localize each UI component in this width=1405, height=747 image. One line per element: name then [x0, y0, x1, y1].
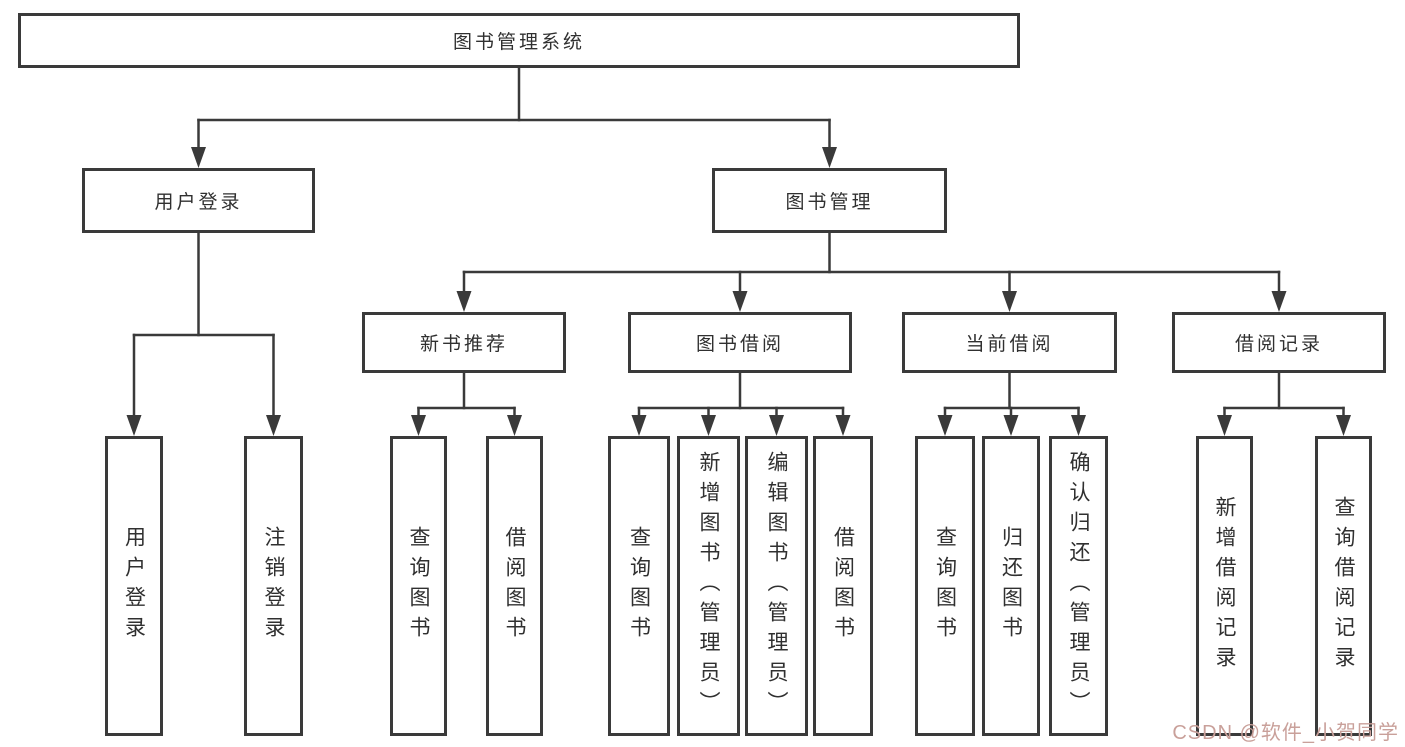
node-label: 借阅记录 [1234, 334, 1323, 355]
node-label: 当前借阅 [965, 334, 1054, 355]
arrowhead-icon [1002, 291, 1017, 312]
node-label: 图书管理系统 [452, 32, 585, 53]
arrowhead-icon [835, 415, 851, 436]
arrowhead-icon [126, 415, 142, 436]
node-label: 注销登录 [262, 526, 285, 646]
node-label: 用户登录 [154, 192, 243, 213]
node-label: 借阅图书 [503, 526, 526, 646]
node-query-book-1: 查询图书 [390, 436, 447, 736]
arrowhead-icon [822, 147, 837, 168]
node-login: 用户登录 [105, 436, 163, 736]
arrowhead-icon [701, 415, 716, 436]
node-book-borrow: 图书借阅 [628, 312, 852, 373]
node-query-book-3: 查询图书 [915, 436, 975, 736]
node-new-book-rec: 新书推荐 [362, 312, 566, 373]
arrowhead-icon [456, 291, 472, 312]
arrowhead-icon [1003, 415, 1019, 436]
node-label: 新增图书（管理员） [697, 451, 720, 721]
arrowhead-icon [732, 291, 748, 312]
arrowhead-icon [1071, 415, 1086, 436]
node-add-book: 新增图书（管理员） [677, 436, 740, 736]
node-label: 新书推荐 [419, 334, 508, 355]
node-borrow-book-1: 借阅图书 [486, 436, 543, 736]
watermark: CSDN @软件_小贺同学 [1172, 722, 1399, 744]
node-label: 新增借阅记录 [1213, 496, 1236, 676]
arrowhead-icon [1217, 415, 1232, 436]
node-edit-book: 编辑图书（管理员） [745, 436, 808, 736]
arrowhead-icon [631, 415, 647, 436]
node-label: 查询图书 [933, 526, 957, 646]
arrowhead-icon [191, 147, 206, 168]
node-label: 用户登录 [122, 526, 146, 646]
node-system: 图书管理系统 [18, 13, 1020, 68]
node-query-book-2: 查询图书 [608, 436, 670, 736]
node-borrow-records: 借阅记录 [1172, 312, 1386, 373]
node-current-borrow: 当前借阅 [902, 312, 1117, 373]
arrowhead-icon [937, 415, 953, 436]
node-confirm-return: 确认归还（管理员） [1049, 436, 1108, 736]
node-label: 编辑图书（管理员） [765, 451, 788, 721]
node-user-login: 用户登录 [82, 168, 315, 233]
node-label: 借阅图书 [831, 526, 855, 646]
arrowhead-icon [507, 415, 522, 436]
node-return-book: 归还图书 [982, 436, 1040, 736]
node-label: 图书借阅 [695, 334, 784, 355]
node-book-mgmt: 图书管理 [712, 168, 947, 233]
node-label: 查询图书 [407, 526, 430, 646]
node-label: 查询图书 [627, 526, 651, 646]
node-query-borrow-record: 查询借阅记录 [1315, 436, 1372, 736]
node-label: 归还图书 [999, 526, 1023, 646]
arrowhead-icon [1336, 415, 1351, 436]
node-add-borrow-record: 新增借阅记录 [1196, 436, 1253, 736]
arrowhead-icon [411, 415, 426, 436]
node-label: 查询借阅记录 [1332, 496, 1355, 676]
arrowhead-icon [1271, 291, 1287, 312]
node-borrow-book-2: 借阅图书 [813, 436, 873, 736]
node-logout: 注销登录 [244, 436, 303, 736]
arrowhead-icon [769, 415, 784, 436]
node-label: 图书管理 [785, 192, 874, 213]
arrowhead-icon [266, 415, 281, 436]
node-label: 确认归还（管理员） [1067, 451, 1090, 721]
